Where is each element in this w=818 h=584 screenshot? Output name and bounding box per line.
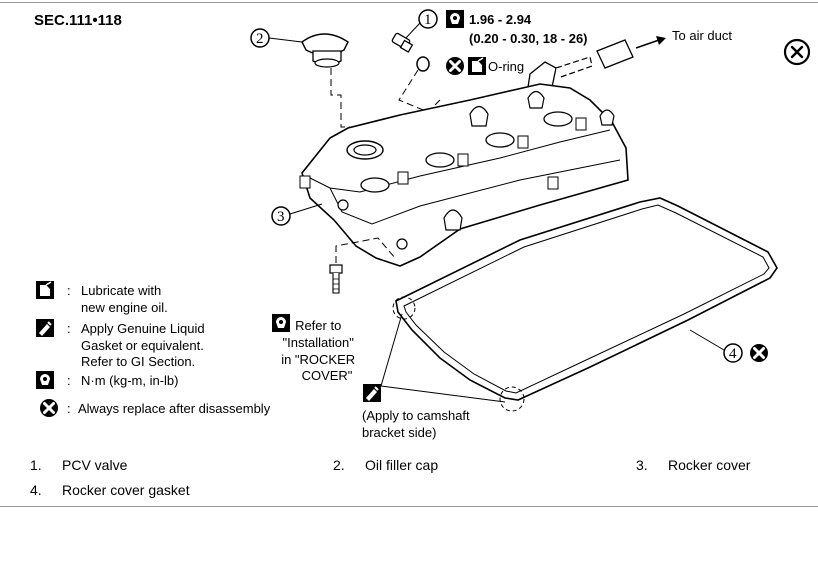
- replace-x-icon: [444, 55, 466, 77]
- to-air-duct-label: To air duct: [672, 28, 732, 43]
- torque-units-value: (0.20 - 0.30, 18 - 26): [469, 31, 588, 46]
- torque-value: 1.96 - 2.94: [469, 12, 532, 27]
- callout-1: 1: [418, 9, 438, 29]
- svg-text::: :: [67, 373, 71, 388]
- part-item: 3.Rocker cover: [636, 457, 751, 473]
- legend-liquid-gasket: Apply Genuine Liquid Gasket or equivalen…: [81, 321, 208, 369]
- legend: : Lubricate with new engine oil. : Apply…: [35, 280, 271, 419]
- rocker-cover: [299, 83, 629, 267]
- oil-filler-cap: [301, 33, 349, 68]
- torque-wrench-icon: [36, 371, 54, 389]
- legend-lubricate: Lubricate with new engine oil.: [81, 283, 168, 315]
- svg-text:3: 3: [277, 209, 285, 225]
- legend-torque-units: N·m (kg-m, in-lb): [81, 373, 179, 388]
- o-ring: [416, 56, 430, 72]
- top-rule: [0, 2, 818, 3]
- part-item: 4.Rocker cover gasket: [30, 482, 190, 498]
- pcv-valve: [391, 32, 414, 53]
- svg-text:1: 1: [424, 12, 432, 28]
- torque-wrench-icon: [446, 10, 464, 28]
- oil-can-icon: [467, 56, 487, 76]
- gasket-tube-icon: [35, 318, 55, 338]
- svg-text:4: 4: [729, 346, 737, 362]
- svg-text:2: 2: [256, 31, 264, 47]
- callout-3: 3: [271, 206, 291, 226]
- rocker-cover-gasket: [395, 197, 778, 401]
- legend-replace: Always replace after disassembly: [78, 401, 271, 416]
- apply-note: (Apply to camshaft bracket side): [362, 408, 473, 440]
- svg-text::: :: [67, 401, 71, 416]
- bottom-rule: [0, 506, 818, 507]
- oil-can-icon: [35, 280, 55, 300]
- replace-x-icon: [748, 342, 770, 364]
- part-item: 1.PCV valve: [30, 457, 128, 473]
- rocker-cover-bolt: [329, 264, 343, 294]
- torque-wrench-icon: [272, 314, 290, 332]
- gasket-tube-icon: [362, 383, 382, 403]
- section-code: SEC.111•118: [34, 12, 122, 29]
- refer-note: Refer to "Installation" in "ROCKER COVER…: [281, 318, 359, 383]
- svg-text::: :: [67, 283, 71, 298]
- callout-4: 4: [723, 343, 743, 363]
- callout-2: 2: [250, 28, 270, 48]
- svg-text::: :: [67, 321, 71, 336]
- o-ring-label: O-ring: [488, 59, 524, 74]
- part-item: 2.Oil filler cap: [333, 457, 439, 473]
- replace-x-icon: [38, 397, 60, 419]
- close-icon[interactable]: [783, 38, 811, 66]
